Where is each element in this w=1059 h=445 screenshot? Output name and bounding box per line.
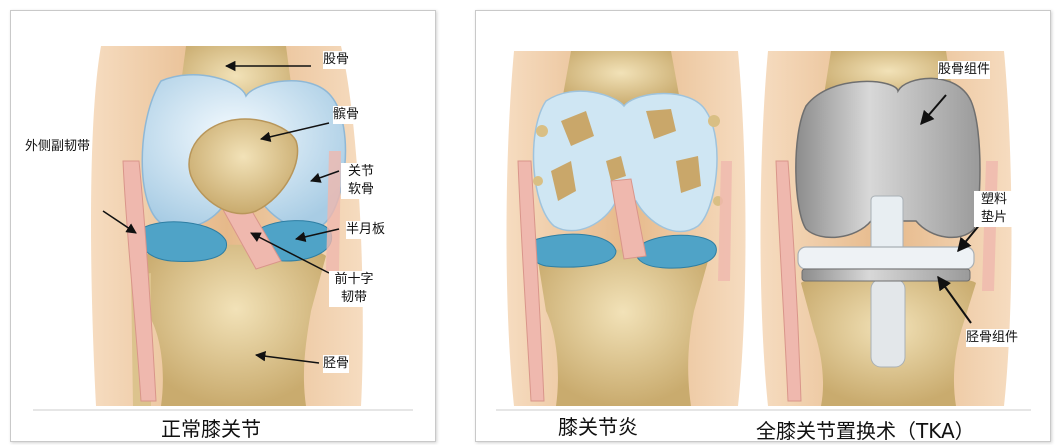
arthritis-meniscus xyxy=(529,234,616,267)
tka-tibial-tray xyxy=(802,269,970,281)
tka-plastic-spacer xyxy=(798,247,974,269)
label-spacer-line1: 塑料 xyxy=(974,191,1014,209)
caption-arthritis: 膝关节炎 xyxy=(558,414,638,440)
caption-divider-right xyxy=(496,409,1031,411)
label-meniscus: 半月板 xyxy=(346,221,385,239)
tka-tibial-stem xyxy=(871,279,905,367)
normal-knee-panel: 股骨 髌骨 外侧副韧带 关节 软骨 半月板 前十字 韧带 胫骨 正常膝关节 xyxy=(10,10,436,442)
label-acl-line2: 韧带 xyxy=(329,289,379,307)
caption-tka: 全膝关节置换术（TKA） xyxy=(756,418,975,442)
label-tibial-component: 胫骨组件 xyxy=(966,329,1018,347)
label-femoral-component: 股骨组件 xyxy=(938,61,990,79)
label-lcl: 外侧副韧带 xyxy=(25,138,90,156)
label-cartilage-line2: 软骨 xyxy=(341,181,381,199)
label-acl: 前十字 韧带 xyxy=(329,271,379,307)
osteophyte xyxy=(536,125,548,137)
caption-normal: 正常膝关节 xyxy=(161,416,261,442)
label-cartilage: 关节 软骨 xyxy=(341,163,381,199)
arthritis-tka-panel: 股骨组件 塑料 垫片 胫骨组件 膝关节炎 全膝关节置换术（TKA） xyxy=(475,10,1051,442)
tibia-bone xyxy=(146,245,326,406)
label-cartilage-line1: 关节 xyxy=(341,163,381,181)
caption-divider xyxy=(33,409,413,411)
label-spacer-line2: 垫片 xyxy=(974,209,1014,227)
arthritis-tibia xyxy=(538,250,708,406)
label-patella: 髌骨 xyxy=(333,106,359,124)
label-spacer: 塑料 垫片 xyxy=(974,191,1014,227)
label-acl-line1: 前十字 xyxy=(329,271,379,289)
label-tibia: 胫骨 xyxy=(323,355,349,373)
label-femur: 股骨 xyxy=(323,51,349,69)
